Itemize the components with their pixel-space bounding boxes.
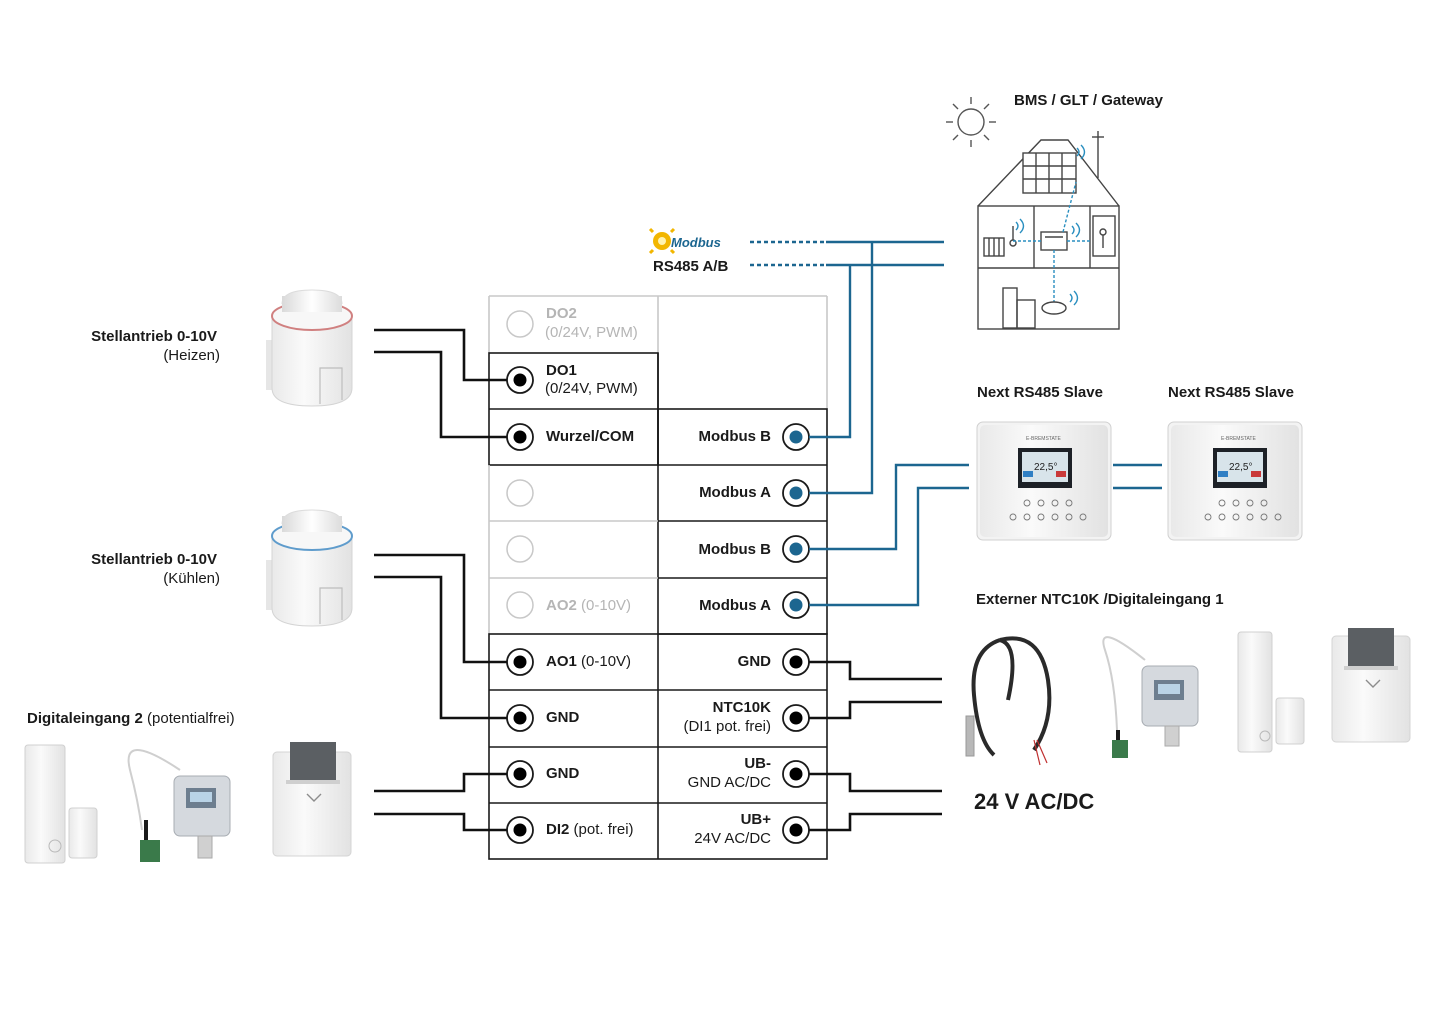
window-contact-left-image: [24, 744, 98, 864]
term-di2-row: DI2 (pot. frei): [546, 821, 634, 838]
actuator-cool-sub: (Kühlen): [163, 570, 220, 587]
term-ao2-row: AO2 (0-10V): [546, 597, 631, 614]
slave-device-right-image: 22,5° E-BREMSTATE: [1167, 421, 1303, 541]
wires-bus: [750, 240, 1162, 607]
term-do2-sub: (0/24V, PWM): [545, 324, 638, 341]
term-ntc-sub: (DI1 pot. frei): [683, 718, 771, 735]
term-gnd-r-label: GND: [737, 653, 771, 670]
term-di2-sub: (pot. frei): [573, 821, 634, 838]
key-card-switch-left-image: [272, 742, 352, 857]
terminal-empty-1: [506, 479, 534, 507]
slave-left-title: Next RS485 Slave: [977, 384, 1103, 401]
term-gnd1-label: GND: [546, 709, 580, 726]
term-ub-minus-label: UB-: [744, 755, 771, 772]
di2-sub: (potentialfrei): [147, 710, 235, 727]
actuator-heat-image: [266, 289, 353, 407]
sun-icon: [946, 97, 996, 147]
term-gnd2-label: GND: [546, 765, 580, 782]
svg-text:E-BREMSTATE: E-BREMSTATE: [1026, 436, 1061, 442]
slave-right-title: Next RS485 Slave: [1168, 384, 1294, 401]
term-do1-label: DO1: [546, 362, 577, 379]
terminal-block: [488, 295, 828, 860]
term-ao2-sub: (0-10V): [581, 597, 632, 614]
term-ao2-label: AO2: [546, 597, 577, 614]
svg-text:22,5°: 22,5°: [1034, 462, 1057, 473]
duct-sensor-left-image: [127, 749, 231, 862]
term-do1-sub: (0/24V, PWM): [545, 380, 638, 397]
term-ntc-label: NTC10K: [712, 699, 771, 716]
term-modbus-b2-label: Modbus B: [698, 541, 772, 558]
svg-text:22,5°: 22,5°: [1229, 462, 1252, 473]
svg-text:E-BREMSTATE: E-BREMSTATE: [1221, 436, 1256, 442]
term-ub-minus-sub: GND AC/DC: [687, 774, 771, 791]
solar-panel-icon: [1022, 152, 1077, 194]
term-modbus-a1-label: Modbus A: [699, 484, 771, 501]
di2-title: Digitaleingang 2: [27, 710, 143, 727]
rs485-label: RS485 A/B: [653, 258, 729, 275]
house-icon: [977, 131, 1120, 330]
term-ub-plus-label: UB+: [740, 811, 771, 828]
term-ao1-row: AO1 (0-10V): [546, 653, 631, 670]
wires-black: [374, 328, 942, 832]
bms-title: BMS / GLT / Gateway: [1014, 92, 1163, 109]
modbus-logo-text: Modbus: [671, 235, 721, 250]
actuator-cool-image: [266, 509, 353, 627]
duct-sensor-right-image: [1102, 636, 1199, 758]
window-contact-right-image: [1237, 631, 1305, 753]
actuator-heat-sub: (Heizen): [163, 347, 220, 364]
actuator-cool-title: Stellantrieb 0-10V: [91, 551, 217, 568]
terminal-ao2: [506, 591, 534, 619]
term-di2-label: DI2: [546, 821, 570, 838]
term-ub-plus-sub: 24V AC/DC: [694, 830, 771, 847]
power-label: 24 V AC/DC: [974, 789, 1095, 814]
modbus-logo-icon: [648, 227, 676, 255]
term-ao1-label: AO1: [546, 653, 577, 670]
ntc-sensor-image: [965, 636, 1052, 766]
terminal-circles: [506, 310, 810, 844]
ntc-title: Externer NTC10K /Digitaleingang 1: [976, 591, 1224, 608]
actuator-heat-title: Stellantrieb 0-10V: [91, 328, 217, 345]
di2-title-row: Digitaleingang 2 (potentialfrei): [27, 709, 235, 728]
term-modbus-a2-label: Modbus A: [699, 597, 771, 614]
key-card-switch-right-image: [1331, 628, 1411, 743]
slave-device-left-image: 22,5° E-BREMSTATE: [976, 421, 1112, 541]
terminal-do2: [506, 310, 534, 338]
term-ao1-sub: (0-10V): [581, 653, 632, 670]
term-modbus-b1-label: Modbus B: [698, 428, 772, 445]
term-wurzel-label: Wurzel/COM: [546, 428, 635, 445]
term-do2-label: DO2: [546, 305, 577, 322]
terminal-empty-2: [506, 535, 534, 563]
